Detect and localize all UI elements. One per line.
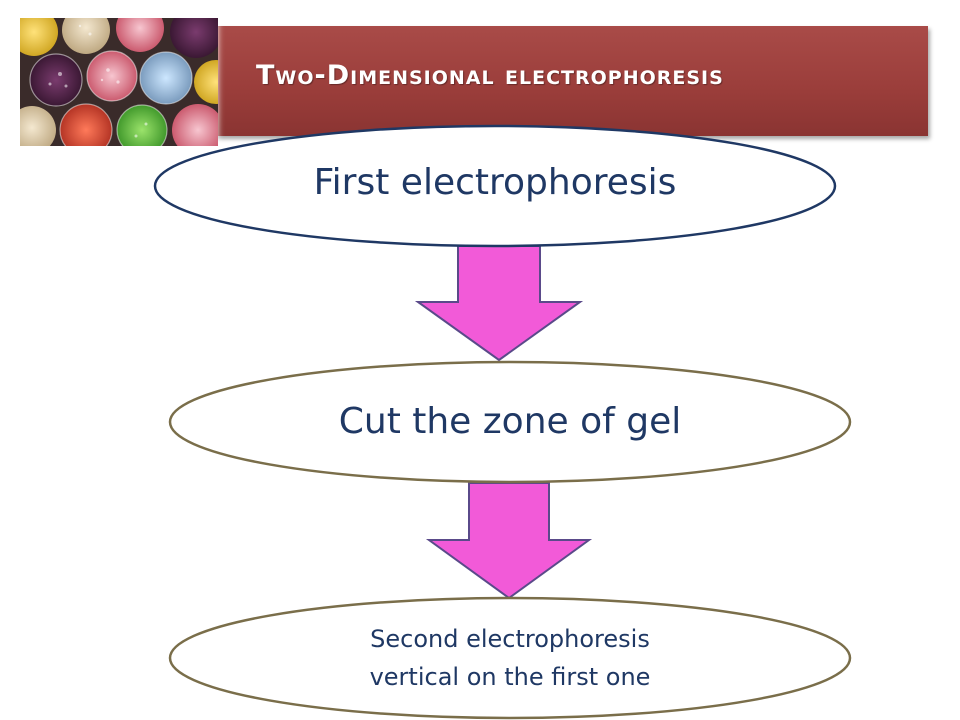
down-arrow-2 [425,482,593,600]
petri-dishes-illustration [20,18,218,146]
step-3-ellipse [168,596,852,720]
step-2-label: Cut the zone of gel [338,401,682,442]
step-1-label: First electrophoresis [313,162,677,203]
petri-dishes-photo [20,18,218,146]
down-arrow-1 [414,245,584,362]
step-3-label-line-1: Second electrophoresis [370,625,650,653]
slide-title: Two-Dimensional electrophoresis [256,60,724,91]
step-1-ellipse [153,124,837,248]
step-3-label: Second electrophoresis vertical on the f… [170,620,850,696]
step-2-ellipse [168,360,852,484]
step-3-label-line-2: vertical on the first one [369,663,651,691]
